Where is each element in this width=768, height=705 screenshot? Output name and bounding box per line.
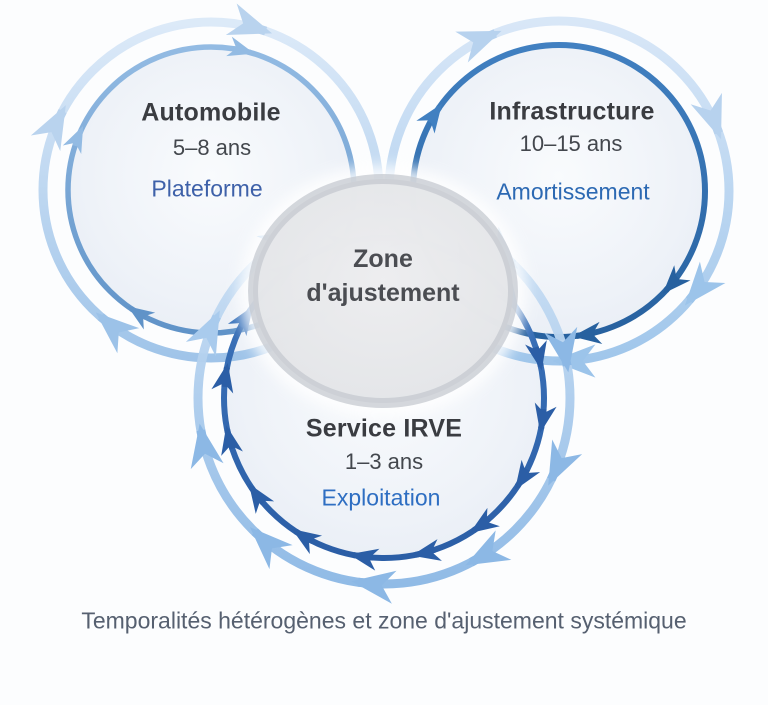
cycle-sublabel-infrastructure: Amortissement	[496, 178, 650, 205]
adjustment-zone-line-1: Zone	[353, 245, 413, 273]
adjustment-zone-line-2: d'ajustement	[306, 279, 460, 307]
cycle-duration-automobile: 5–8 ans	[172, 135, 252, 160]
cycle-duration-infrastructure: 10–15 ans	[519, 131, 623, 156]
cycle-title-automobile: Automobile	[141, 98, 281, 127]
cycle-sublabel-service-irve: Exploitation	[321, 484, 441, 511]
cycle-title-service-irve: Service IRVE	[305, 414, 463, 443]
cycle-duration-service-irve: 1–3 ans	[344, 449, 424, 474]
cycle-title-infrastructure: Infrastructure	[489, 97, 655, 126]
adjustment-zone-label: Zone d'ajustement	[306, 242, 459, 310]
diagram-caption: Temporalités hétérogènes et zone d'ajust…	[81, 607, 687, 634]
cycle-sublabel-automobile: Plateforme	[151, 175, 263, 202]
